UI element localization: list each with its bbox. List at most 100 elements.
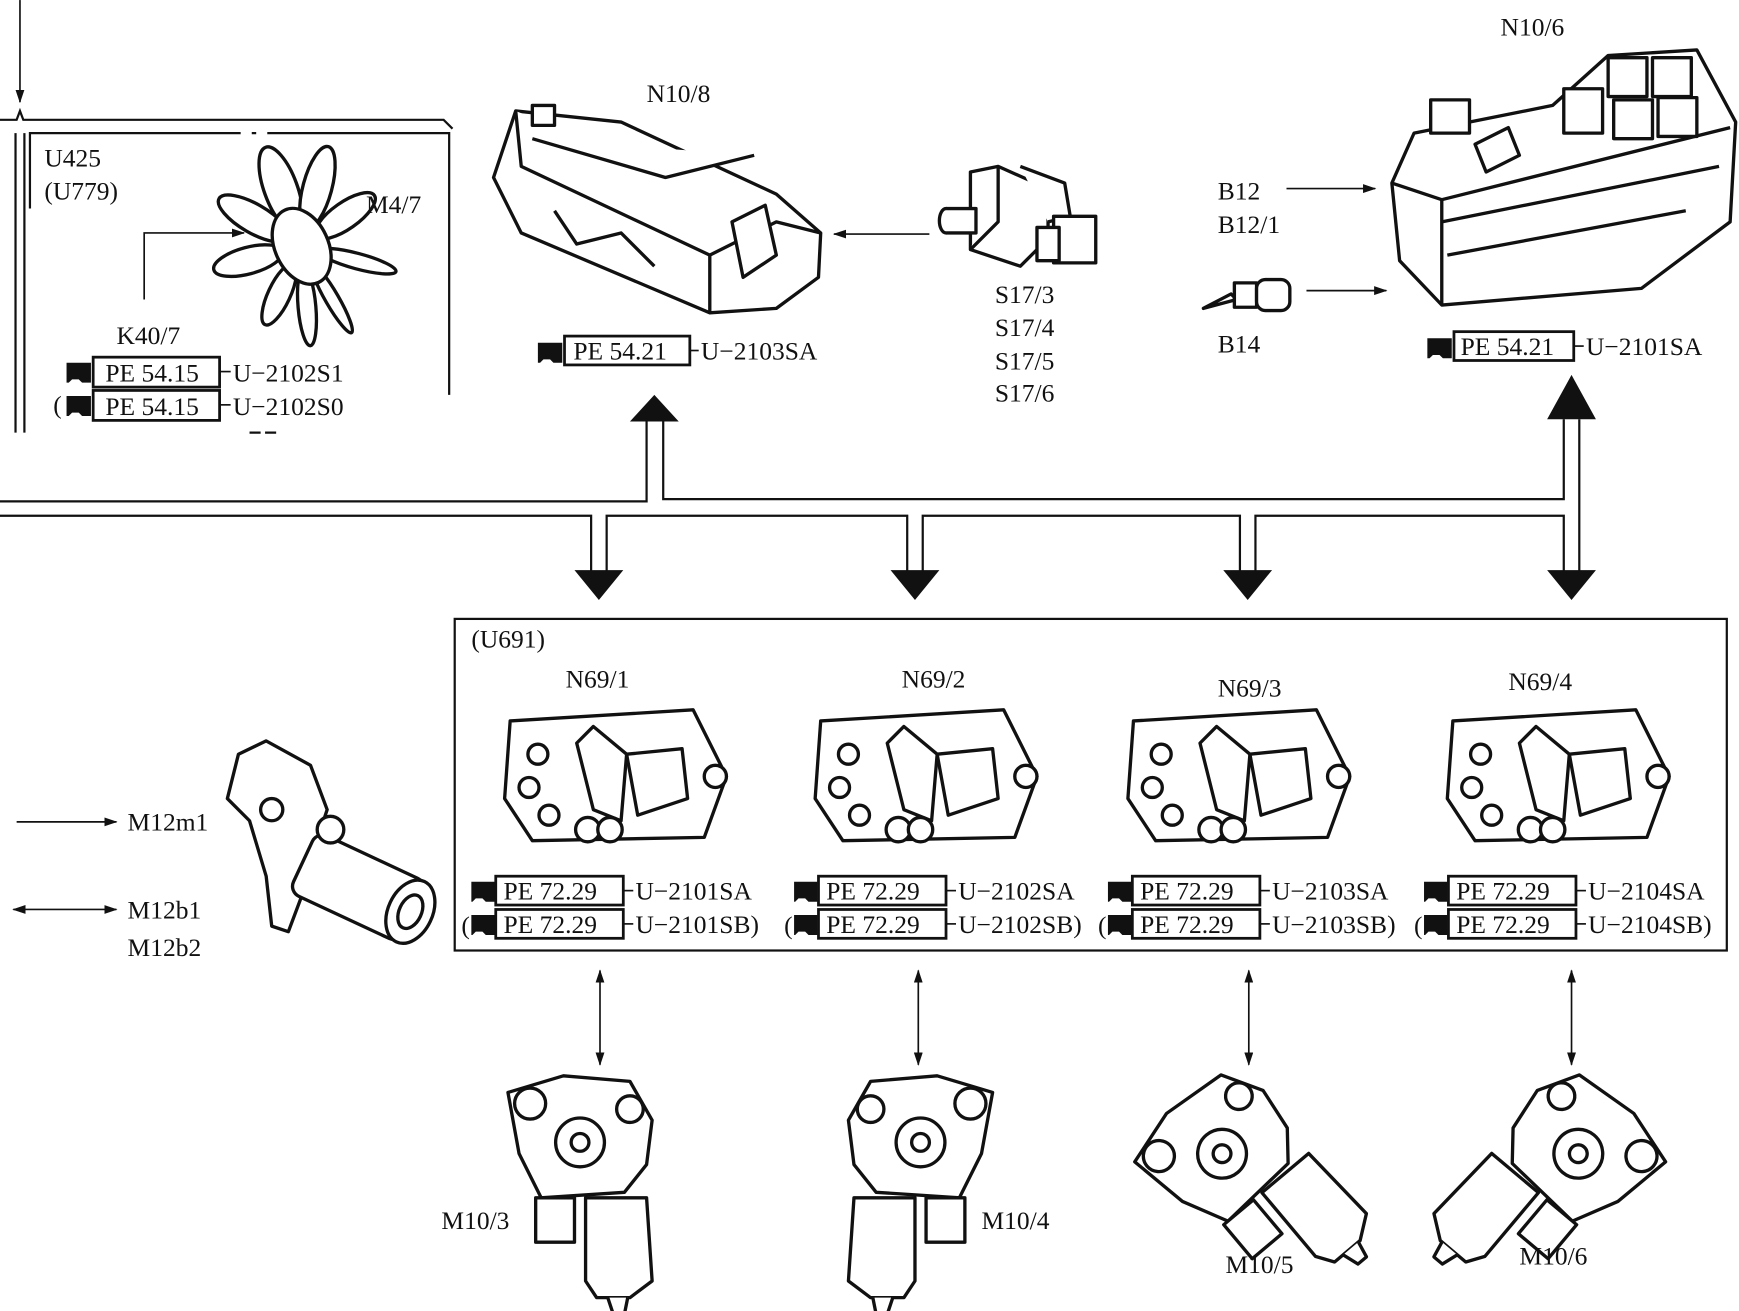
svg-text:(: ( xyxy=(1414,911,1423,940)
code-row: ( PE 72.29 U−2103SB) xyxy=(1098,908,1396,940)
mirror-motor-icon xyxy=(225,739,437,945)
code-ref: U−2101SA xyxy=(635,876,752,905)
svg-text:U−2103SA: U−2103SA xyxy=(701,336,818,365)
motor-label: M10/6 xyxy=(1519,1241,1587,1270)
connector-icon xyxy=(1424,915,1448,935)
arrow-down-icon xyxy=(1223,570,1273,601)
svg-text:PE 54.21: PE 54.21 xyxy=(1461,332,1555,361)
window-motor-icon xyxy=(1133,1073,1369,1266)
code-ref: U−2104SA xyxy=(1588,876,1705,905)
svg-text:N69/1: N69/1 xyxy=(566,665,630,694)
svg-text:B12/1: B12/1 xyxy=(1218,210,1280,239)
code-row: PE 72.29 U−2103SA xyxy=(1107,874,1389,907)
svg-text:U−2102S0: U−2102S0 xyxy=(233,392,344,421)
window-motor-icon xyxy=(506,1074,654,1311)
seat-control-icon xyxy=(813,708,1039,844)
u779-label: (U779) xyxy=(44,177,118,206)
motor-label: M10/4 xyxy=(982,1206,1050,1235)
code-ref: U−2101SB) xyxy=(635,910,759,939)
svg-text:PE 54.15: PE 54.15 xyxy=(105,359,199,388)
svg-text:N69/4: N69/4 xyxy=(1508,667,1572,696)
code-ref: U−2104SB) xyxy=(1588,910,1712,939)
svg-text:(: ( xyxy=(1098,911,1107,940)
connector-icon xyxy=(66,362,91,383)
code-row: PE 54.15 U−2102S1 xyxy=(66,355,344,389)
seat-control-icon xyxy=(502,708,729,844)
svg-text:PE 54.15: PE 54.15 xyxy=(105,392,199,421)
fan-icon xyxy=(211,144,398,348)
connector-icon xyxy=(537,342,563,363)
svg-text:PE 72.29: PE 72.29 xyxy=(1140,910,1234,939)
motor-label: M10/5 xyxy=(1226,1250,1294,1279)
svg-text:N69/3: N69/3 xyxy=(1218,674,1282,703)
svg-text:(: ( xyxy=(53,391,61,420)
svg-text:B12: B12 xyxy=(1218,177,1261,206)
control-unit-icon xyxy=(491,103,823,315)
n10-8-module: N10/8 PE 54.21 U−2103SA xyxy=(491,79,823,367)
connector-icon xyxy=(794,881,818,902)
svg-text:S17/3: S17/3 xyxy=(995,280,1055,309)
svg-text:PE 72.29: PE 72.29 xyxy=(1140,876,1234,905)
svg-text:N69/2: N69/2 xyxy=(902,665,966,694)
u691-label: (U691) xyxy=(471,625,545,654)
code-row: ( PE 72.29 U−2101SB) xyxy=(461,908,759,940)
n10-6-label: N10/6 xyxy=(1501,13,1565,42)
connector-icon xyxy=(794,915,818,935)
svg-text:(: ( xyxy=(784,911,793,940)
connector-icon xyxy=(1107,881,1132,902)
arrow-up-icon xyxy=(1547,374,1596,420)
motor-label: M10/3 xyxy=(441,1206,509,1235)
svg-text:M12b1: M12b1 xyxy=(128,895,202,924)
arrow-down-icon xyxy=(890,570,940,601)
s17-switch: S17/3 S17/4 S17/5 S17/6 xyxy=(832,164,1098,408)
arrow-down-icon xyxy=(1547,570,1596,601)
connector-icon xyxy=(471,915,495,935)
svg-text:S17/6: S17/6 xyxy=(995,379,1055,408)
code-row: ( PE 54.15 U−2102S0 xyxy=(53,389,344,422)
sensor-icon xyxy=(1201,277,1292,313)
code-ref: U−2103SB) xyxy=(1272,910,1396,939)
svg-text:PE 72.29: PE 72.29 xyxy=(1456,910,1550,939)
m4-7-label: M4/7 xyxy=(366,190,422,219)
connector-icon xyxy=(1107,915,1132,935)
u425-label: U425 xyxy=(44,143,101,172)
top-left-frame xyxy=(0,0,454,433)
svg-text:U−2101SA: U−2101SA xyxy=(1586,332,1703,361)
svg-text:M12m1: M12m1 xyxy=(128,808,209,837)
fuse-box-icon xyxy=(1390,48,1738,307)
code-row: PE 72.29 U−2104SA xyxy=(1424,874,1705,907)
n10-8-label: N10/8 xyxy=(647,79,711,108)
m12-motor: M12m1 M12b1 M12b2 xyxy=(12,739,437,962)
svg-text:U−2102S1: U−2102S1 xyxy=(233,359,344,388)
window-motor-icon xyxy=(846,1074,995,1311)
code-ref: U−2102SA xyxy=(958,876,1075,905)
u425-group: U425 (U779) M4/7 K40/7 PE 54.15 xyxy=(28,132,451,434)
seat-control-icon xyxy=(1445,708,1671,844)
window-motor-icon xyxy=(1432,1073,1668,1266)
svg-text:S17/4: S17/4 xyxy=(995,313,1055,342)
svg-text:PE 72.29: PE 72.29 xyxy=(504,910,598,939)
svg-text:S17/5: S17/5 xyxy=(995,346,1055,375)
svg-text:B14: B14 xyxy=(1218,330,1261,359)
arrow-up-icon xyxy=(629,394,679,422)
switch-icon xyxy=(937,164,1098,268)
svg-text:PE 54.21: PE 54.21 xyxy=(573,336,667,365)
svg-text:PE 72.29: PE 72.29 xyxy=(1456,876,1550,905)
connector-icon xyxy=(1424,881,1448,902)
svg-text:PE 72.29: PE 72.29 xyxy=(826,910,920,939)
code-row: ( PE 72.29 U−2104SB) xyxy=(1414,908,1712,940)
data-bus xyxy=(0,374,1596,601)
k40-7-label: K40/7 xyxy=(116,321,180,350)
code-ref: U−2103SA xyxy=(1272,876,1389,905)
svg-text:(: ( xyxy=(461,911,470,940)
connector-icon xyxy=(1427,338,1452,359)
